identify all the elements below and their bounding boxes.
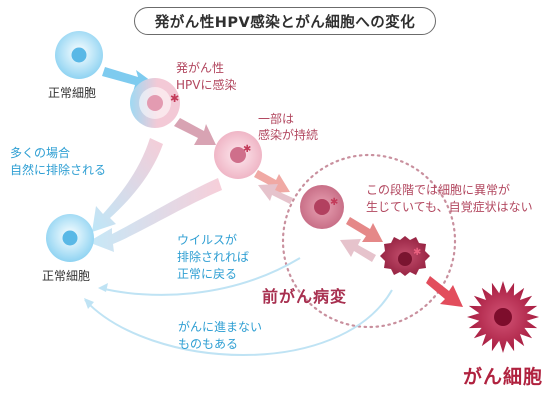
label-not-progress-1: がんに進まない [178, 320, 263, 334]
label-virus-cleared-1: ウイルスが [177, 233, 238, 247]
infected-cell: ✱ [130, 78, 180, 128]
arrow-to-persistent [174, 118, 216, 145]
arrow-natural-clearance [92, 138, 163, 232]
label-virus-cleared-2: 排除されれば [177, 250, 250, 264]
label-normal-cell-top: 正常細胞 [48, 86, 97, 100]
virus-asterisk-icon: ✱ [330, 197, 338, 208]
label-virus-cleared-3: 正常に戻る [177, 267, 238, 281]
line-not-progress-head [84, 298, 94, 309]
precancer-cell-1: ✱ [300, 185, 344, 229]
label-natural-clearance-1: 多くの場合 [10, 146, 71, 160]
arrow-to-stage2 [346, 217, 383, 242]
arrow-back-from-precancer [258, 184, 293, 204]
virus-asterisk-icon: ✱ [170, 92, 179, 105]
cancer-cell [467, 281, 539, 353]
label-hpv-infection-1: 発がん性 [176, 61, 225, 75]
label-pre-cancer: 前がん病変 [262, 287, 348, 306]
label-natural-clearance-2: 自然に排除される [10, 163, 107, 177]
label-abnormal-1: この段階では細胞に異常が [366, 183, 511, 197]
virus-asterisk-icon: ✱ [243, 144, 251, 155]
persistent-cell: ✱ [214, 131, 262, 179]
arrow-back-from-stage2 [340, 239, 376, 262]
label-abnormal-2: 生じていても、自覚症状はない [366, 200, 533, 214]
line-virus-cleared-head [98, 283, 108, 292]
label-persistent-2: 感染が持続 [258, 128, 319, 142]
virus-asterisk-icon: ✱ [413, 247, 421, 258]
label-not-progress-2: ものもある [178, 337, 239, 351]
arrow-to-precancer [254, 170, 290, 193]
arrow-return-from-persistent [88, 178, 222, 252]
line-not-progress [84, 289, 393, 356]
label-cancer-cell: がん細胞 [463, 366, 544, 388]
pre-cancer-zone [281, 153, 457, 329]
precancer-cell-2: ✱ [380, 236, 430, 276]
normal-cell-top [55, 31, 103, 79]
label-hpv-infection-2: HPVに感染 [176, 78, 237, 92]
label-persistent-1: 一部は [258, 112, 295, 126]
arrow-to-cancer [426, 276, 463, 307]
normal-cell-bottom [46, 214, 94, 262]
diagram-title: 発がん性HPV感染とがん細胞への変化 [134, 7, 436, 35]
label-normal-cell-bottom: 正常細胞 [42, 269, 91, 283]
line-virus-cleared [99, 257, 301, 296]
